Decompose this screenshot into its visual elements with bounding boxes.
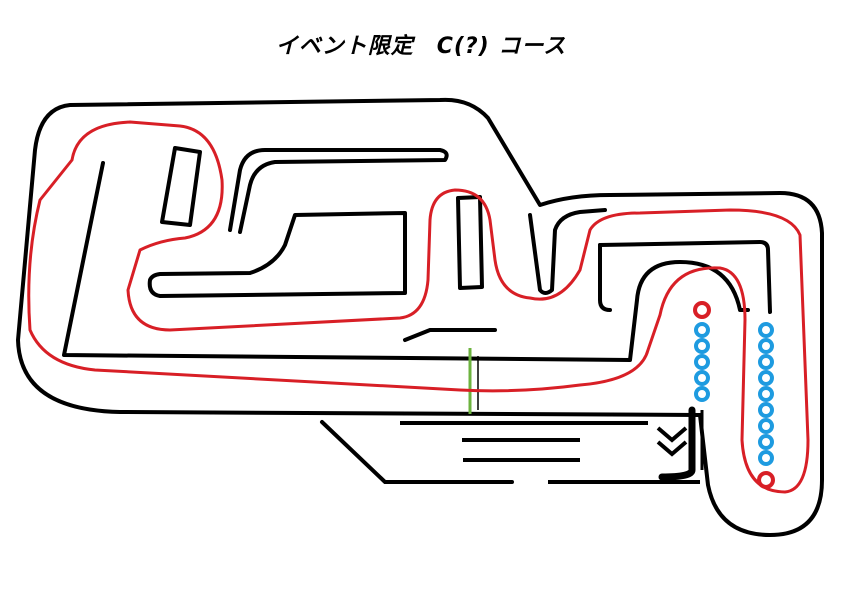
- track-hook: [228, 148, 449, 234]
- track-outer-boundary: [16, 97, 824, 537]
- pylon: [694, 386, 710, 402]
- pylon: [758, 450, 774, 466]
- pylon: [758, 322, 774, 338]
- pylon: [758, 434, 774, 450]
- pylon: [694, 370, 710, 386]
- pylon: [758, 386, 774, 402]
- pylon-column-left: [693, 301, 711, 402]
- track-center-connector: [403, 328, 497, 342]
- pylon: [758, 338, 774, 354]
- pit-wall: [658, 406, 696, 481]
- track-right-bar: [598, 239, 772, 314]
- pylon-end-red: [757, 471, 775, 489]
- pylon: [758, 370, 774, 386]
- pylon-column-right: [757, 322, 775, 489]
- pit-diagonal: [320, 420, 514, 484]
- track-right-stub: [598, 243, 612, 312]
- track-inner-left: [62, 161, 750, 362]
- pylon-start-red: [693, 301, 711, 319]
- track-block-left: [160, 146, 202, 227]
- track-inner-lower: [147, 211, 407, 298]
- pylon: [694, 338, 710, 354]
- track-hairpin: [528, 208, 607, 295]
- double-chevron-down-icon: [656, 426, 688, 457]
- track-block-center: [456, 195, 484, 290]
- pylon: [694, 322, 710, 338]
- pylon: [758, 402, 774, 418]
- racing-line: [27, 120, 810, 494]
- course-title: イベント限定 C(?) コース: [275, 34, 567, 59]
- pylon: [758, 354, 774, 370]
- pylon: [694, 354, 710, 370]
- pylon: [758, 418, 774, 434]
